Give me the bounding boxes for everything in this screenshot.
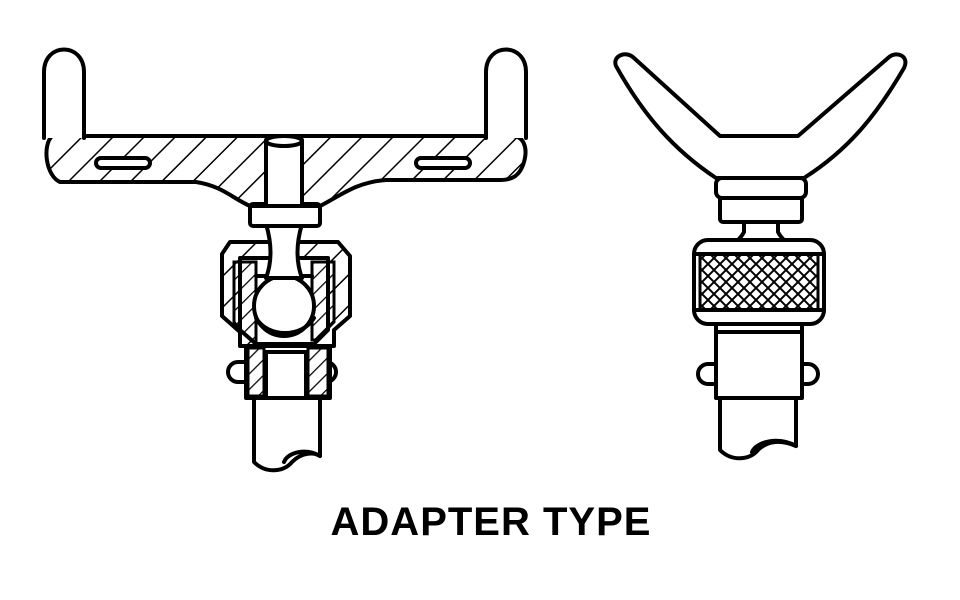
left-inner-pin-lower — [264, 350, 308, 400]
right-rod — [718, 394, 798, 461]
right-knurl-pattern — [698, 252, 820, 312]
left-rod-break-line — [282, 449, 322, 464]
left-neck — [264, 222, 304, 280]
left-socket-sleeve — [232, 260, 258, 348]
right-hub — [714, 176, 808, 200]
right-rod-break-line — [750, 438, 798, 454]
left-socket-sleeve-right — [310, 260, 336, 342]
left-slot-left — [94, 156, 152, 170]
left-center-pin — [264, 138, 304, 208]
left-post-right — [484, 47, 528, 140]
left-lower-wall-hatch — [246, 346, 266, 398]
right-lower-body — [714, 320, 804, 400]
sectioned-flat-bar-adapter — [42, 47, 528, 473]
right-v-block — [613, 52, 908, 180]
left-ball-seat — [254, 316, 316, 335]
v-block-knurled-adapter — [613, 52, 908, 461]
left-lower-wall-hatch-right — [306, 346, 330, 398]
left-slot-right — [414, 156, 472, 170]
left-post-left — [42, 47, 86, 140]
right-neck — [736, 218, 786, 242]
figure-caption: ADAPTER TYPE — [330, 500, 652, 544]
